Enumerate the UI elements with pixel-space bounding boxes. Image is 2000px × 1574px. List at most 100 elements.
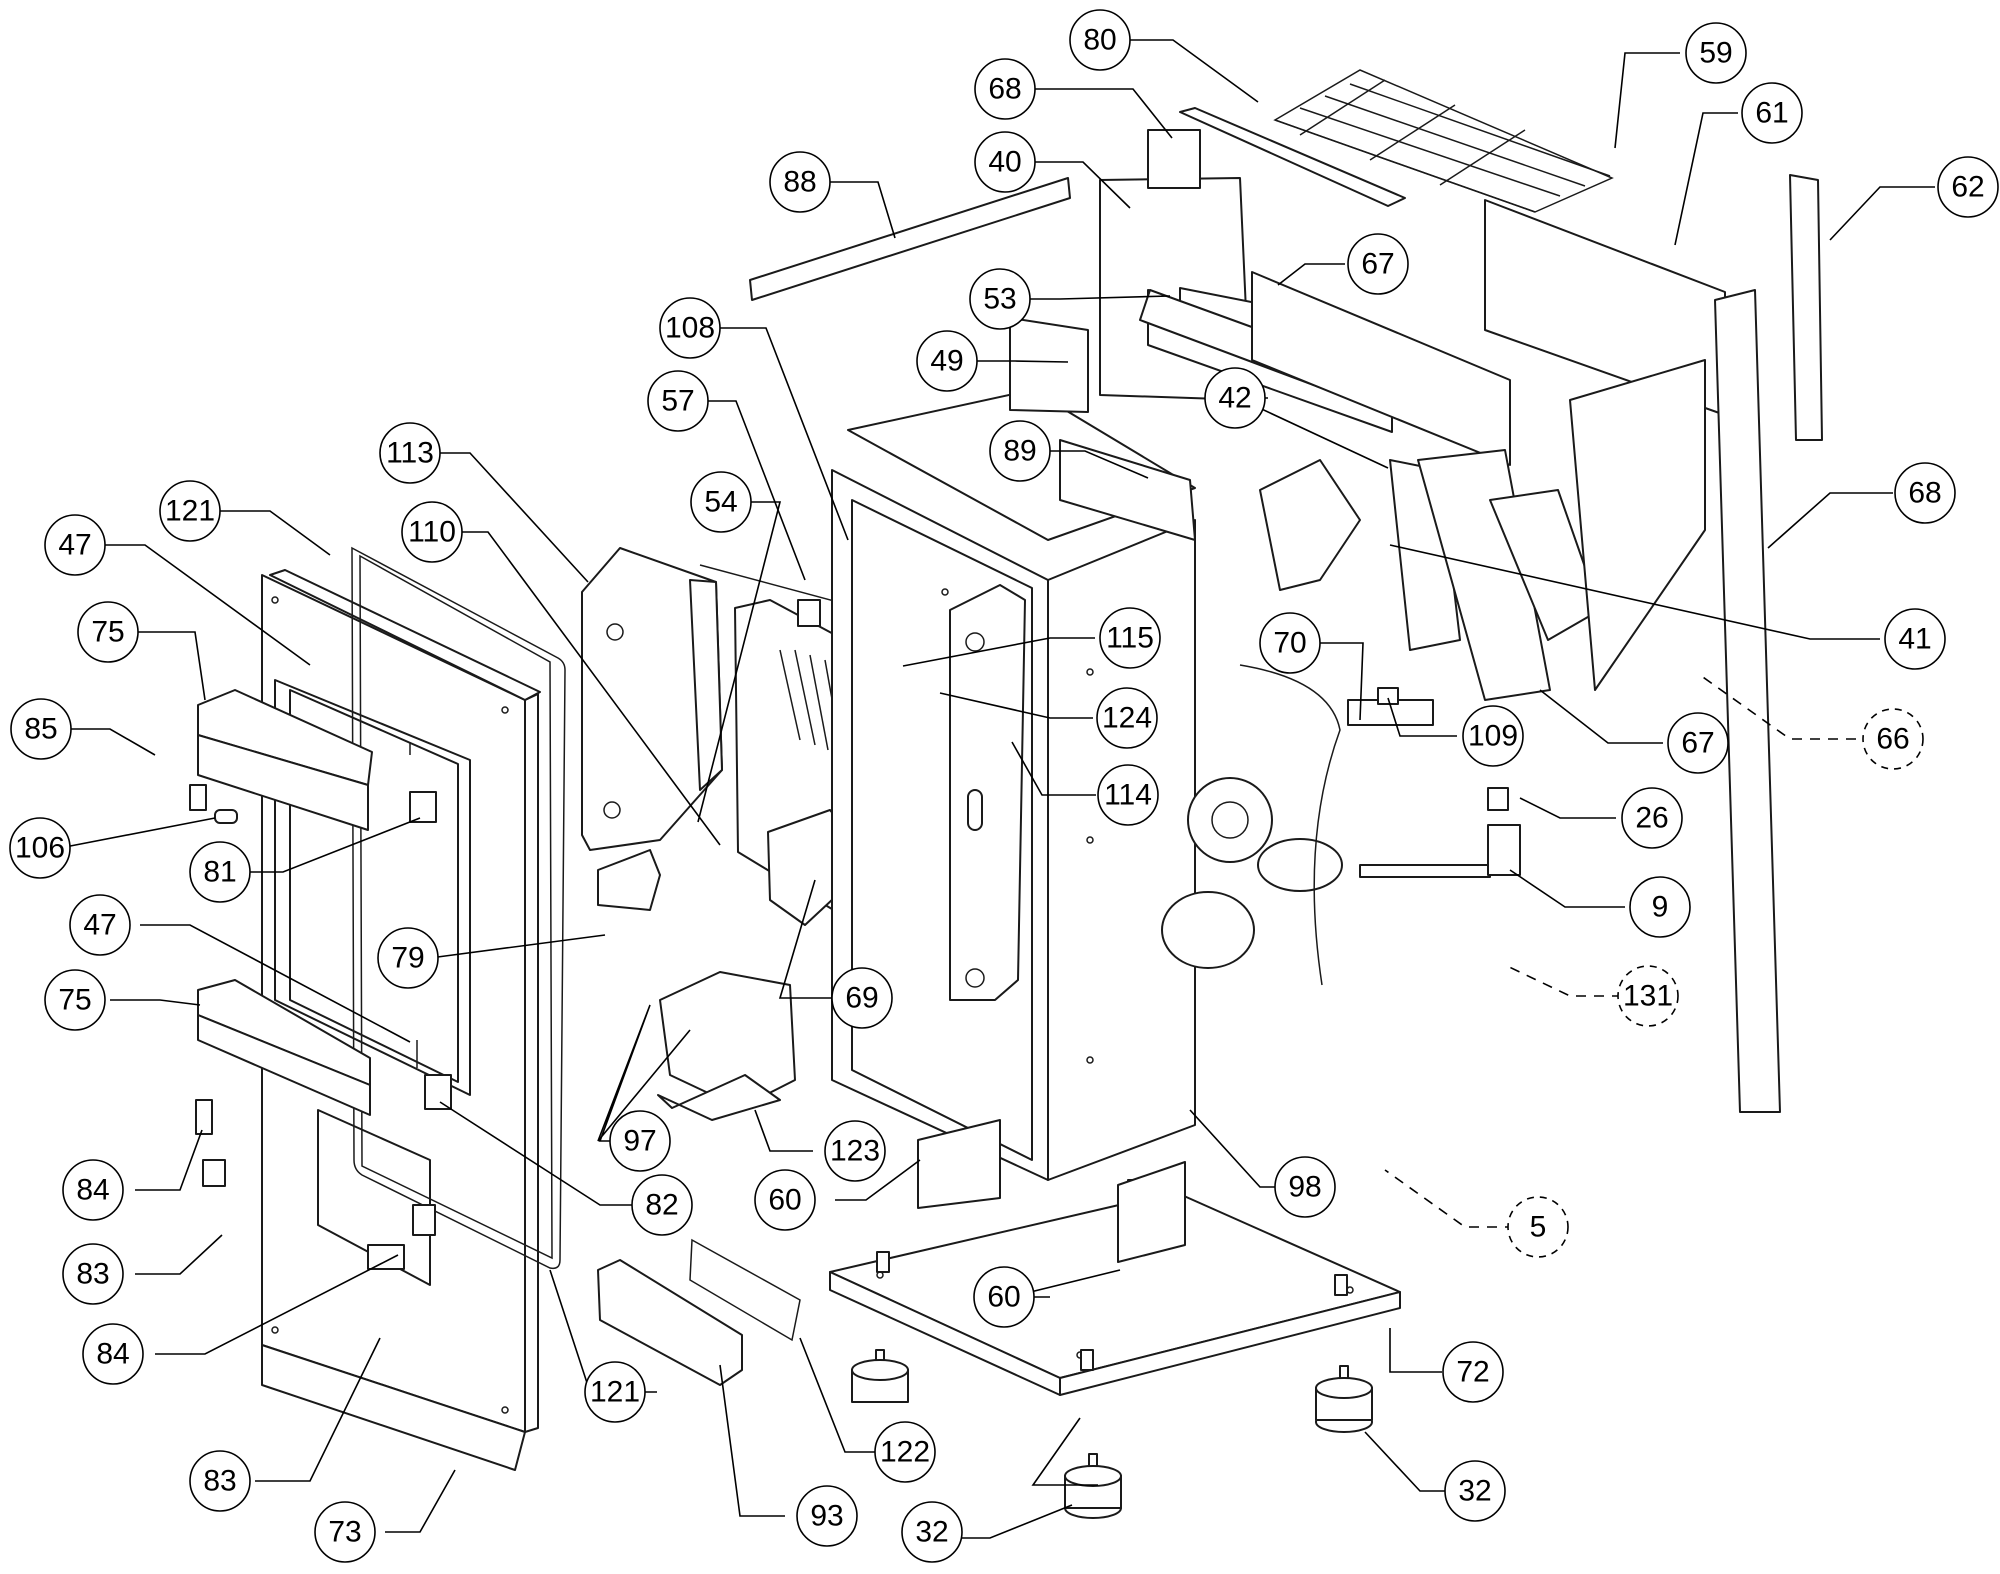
callout-circle xyxy=(690,471,752,533)
callout-53: 53 xyxy=(969,268,1031,330)
callout-number: 32 xyxy=(1458,1475,1491,1508)
callout-123: 123 xyxy=(824,1120,886,1182)
callout-number: 40 xyxy=(988,146,1021,179)
burner-pot xyxy=(597,809,849,1121)
callout-circle xyxy=(1204,367,1266,429)
callout-number: 57 xyxy=(661,385,694,418)
callout-number: 75 xyxy=(91,616,124,649)
callout-circle xyxy=(159,480,221,542)
callout-circle xyxy=(379,422,441,484)
callout-number: 79 xyxy=(391,942,424,975)
callout-circle xyxy=(1617,965,1679,1027)
callout-number: 106 xyxy=(15,832,65,865)
callout-number: 73 xyxy=(328,1516,361,1549)
rear-corner-bracket xyxy=(1789,174,1823,441)
callout-circle xyxy=(401,501,463,563)
callout-number: 88 xyxy=(783,166,816,199)
callout-circle xyxy=(916,330,978,392)
callout-circle xyxy=(314,1501,376,1563)
callout-circle xyxy=(1937,156,1999,218)
callout-number: 62 xyxy=(1951,171,1984,204)
callout-41: 41 xyxy=(1884,608,1946,670)
callout-circle xyxy=(901,1501,963,1563)
callout-circle xyxy=(1444,1460,1506,1522)
callout-circle xyxy=(1884,608,1946,670)
callout-49: 49 xyxy=(916,330,978,392)
rear-side-frame xyxy=(1714,289,1781,1113)
callout-number: 70 xyxy=(1273,627,1306,660)
callout-circle xyxy=(647,370,709,432)
callout-97: 97 xyxy=(609,1110,671,1172)
callout-number: 89 xyxy=(1003,435,1036,468)
callout-circle xyxy=(77,601,139,663)
callout-32: 32 xyxy=(1444,1460,1506,1522)
callout-number: 75 xyxy=(58,984,91,1017)
callout-number: 113 xyxy=(386,437,434,470)
callout-circle xyxy=(1274,1156,1336,1218)
callout-circle xyxy=(659,297,721,359)
callout-circle xyxy=(1741,82,1803,144)
callout-number: 115 xyxy=(1106,622,1154,655)
callout-124: 124 xyxy=(1096,687,1158,749)
callout-number: 68 xyxy=(1908,477,1941,510)
callout-number: 114 xyxy=(1104,779,1152,812)
callout-40: 40 xyxy=(974,131,1036,193)
base-plate xyxy=(829,1179,1401,1396)
callout-80: 80 xyxy=(1069,9,1131,71)
callout-32: 32 xyxy=(901,1501,963,1563)
callout-42: 42 xyxy=(1204,367,1266,429)
callout-circle xyxy=(62,1243,124,1305)
callout-47: 47 xyxy=(44,514,106,576)
callout-circle xyxy=(189,841,251,903)
callout-59: 59 xyxy=(1685,22,1747,84)
callout-number: 69 xyxy=(845,982,878,1015)
callout-number: 60 xyxy=(768,1184,801,1217)
refractory-side-panel xyxy=(581,547,723,851)
callout-115: 115 xyxy=(1099,607,1161,669)
callout-circle xyxy=(44,969,106,1031)
callout-93: 93 xyxy=(796,1485,858,1547)
callout-82: 82 xyxy=(631,1174,693,1236)
latch-hardware xyxy=(189,742,452,1270)
callout-number: 68 xyxy=(988,73,1021,106)
callout-circle xyxy=(10,698,72,760)
callout-67: 67 xyxy=(1347,233,1409,295)
callout-circle xyxy=(1507,1196,1569,1258)
callout-circle xyxy=(1685,22,1747,84)
callout-circle xyxy=(769,151,831,213)
heat-exchanger-plate xyxy=(949,584,1026,1001)
callout-85: 85 xyxy=(10,698,72,760)
callout-54: 54 xyxy=(690,471,752,533)
callout-number: 124 xyxy=(1102,702,1152,735)
callout-number: 93 xyxy=(810,1500,843,1533)
callout-72: 72 xyxy=(1442,1341,1504,1403)
callout-number: 9 xyxy=(1652,891,1669,924)
callout-98: 98 xyxy=(1274,1156,1336,1218)
callout-84: 84 xyxy=(82,1323,144,1385)
combustion-fan-assembly xyxy=(1161,664,1521,986)
callout-number: 110 xyxy=(408,516,456,549)
callout-circle xyxy=(974,58,1036,120)
callout-122: 122 xyxy=(874,1421,936,1483)
callout-110: 110 xyxy=(401,501,463,563)
callout-121: 121 xyxy=(584,1361,646,1423)
callout-number: 109 xyxy=(1468,720,1518,753)
ash-door-parts xyxy=(597,1238,801,1386)
callout-number: 5 xyxy=(1530,1211,1547,1244)
callout-circle xyxy=(796,1485,858,1547)
top-mounting-plate xyxy=(749,177,1071,301)
callout-number: 84 xyxy=(76,1174,109,1207)
callout-number: 42 xyxy=(1218,382,1251,415)
callout-9: 9 xyxy=(1629,876,1691,938)
callout-number: 66 xyxy=(1876,723,1909,756)
callout-number: 108 xyxy=(665,312,715,345)
callout-70: 70 xyxy=(1259,612,1321,674)
callout-26: 26 xyxy=(1621,787,1683,849)
callout-88: 88 xyxy=(769,151,831,213)
callout-number: 122 xyxy=(880,1436,930,1469)
callout-60: 60 xyxy=(754,1169,816,1231)
callout-number: 84 xyxy=(96,1338,129,1371)
back-panels xyxy=(1251,199,1726,701)
callout-number: 67 xyxy=(1681,727,1714,760)
